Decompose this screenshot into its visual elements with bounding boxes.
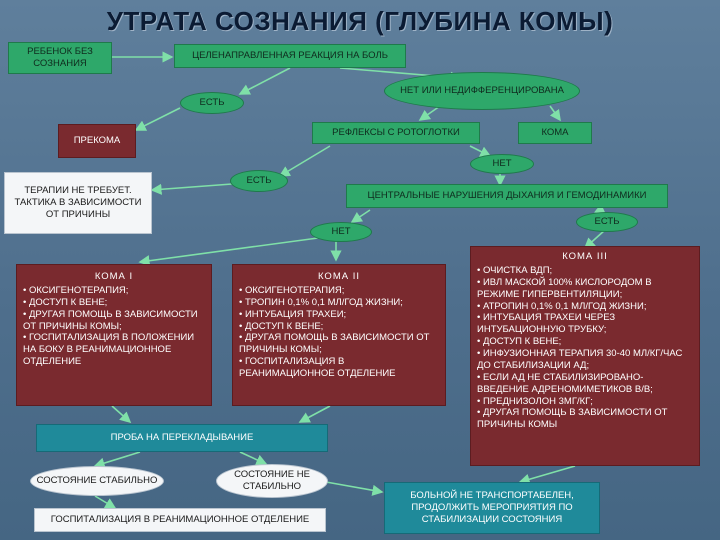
arrow-test-to-stable: [93, 451, 141, 469]
arrow-unstable-to-notransport: [325, 481, 384, 496]
arrow-coma3-to-notransport: [518, 465, 576, 485]
coma-1-actions: ОКСИГЕНОТЕРАПИЯ; ДОСТУП К ВЕНЕ; ДРУГАЯ П…: [23, 285, 205, 368]
node-unstable: СОСТОЯНИЕ НЕ СТАБИЛЬНО: [216, 464, 328, 498]
arrow-yes1-to-precoma: [134, 107, 181, 131]
coma-2-action: ДОСТУП К ВЕНЕ;: [239, 321, 439, 333]
node-no-or-undifferentiated: НЕТ ИЛИ НЕДИФФЕРЕНЦИРОВАНА: [384, 72, 580, 110]
node-unconscious-child: РЕБЕНОК БЕЗ СОЗНАНИЯ: [8, 42, 112, 74]
arrow-nodiff-to-reflex: [418, 105, 441, 121]
coma-1-heading: КОМА I: [94, 271, 134, 282]
coma-3-heading: КОМА III: [562, 251, 608, 262]
arrow-yes2-to-notherapy: [150, 183, 233, 195]
coma-3-action: ОЧИСТКА ВДП;: [477, 265, 693, 277]
node-coma-1: КОМА I ОКСИГЕНОТЕРАПИЯ; ДОСТУП К ВЕНЕ; Д…: [16, 264, 212, 406]
coma-3-action: ЕСЛИ АД НЕ СТАБИЛИЗИРОВАНО- ВВЕДЕНИЕ АДР…: [477, 372, 693, 396]
arrow-pain-to-yes1: [238, 67, 291, 95]
node-coma-3: КОМА III ОЧИСТКА ВДП; ИВЛ МАСКОЙ 100% КИ…: [470, 246, 700, 466]
coma-1-action: ДОСТУП К ВЕНЕ;: [23, 297, 205, 309]
node-icu-hospitalization: ГОСПИТАЛИЗАЦИЯ В РЕАНИМАЦИОННОЕ ОТДЕЛЕНИ…: [34, 508, 326, 532]
coma-3-action: ДРУГАЯ ПОМОЩЬ В ЗАВИСИМОСТИ ОТ ПРИЧИНЫ К…: [477, 407, 693, 431]
coma-3-action: ДОСТУП К ВЕНЕ;: [477, 336, 693, 348]
coma-2-action: ТРОПИН 0,1% 0,1 МЛ/ГОД ЖИЗНИ;: [239, 297, 439, 309]
arrow-stable-to-icu: [94, 495, 117, 509]
node-yes-3: ЕСТЬ: [576, 212, 638, 232]
coma-2-heading: КОМА II: [318, 271, 360, 282]
node-no-therapy-needed: ТЕРАПИИ НЕ ТРЕБУЕТ. ТАКТИКА В ЗАВИСИМОСТ…: [4, 172, 152, 234]
node-stable: СОСТОЯНИЕ СТАБИЛЬНО: [30, 466, 164, 496]
arrow-test-to-unstable: [239, 451, 268, 466]
node-yes-1: ЕСТЬ: [180, 92, 244, 114]
node-no-2: НЕТ: [310, 222, 372, 242]
arrow-central-to-no2: [350, 209, 371, 223]
arrow-reflex-to-yes2: [278, 145, 331, 177]
node-precoma: ПРЕКОМА: [58, 124, 136, 158]
node-no-1: НЕТ: [470, 154, 534, 174]
node-coma: КОМА: [518, 122, 592, 144]
coma-3-action: ИНТУБАЦИЯ ТРАХЕИ ЧЕРЕЗ ИНТУБАЦИОННУЮ ТРУ…: [477, 312, 693, 336]
coma-1-action: ГОСПИТАЛИЗАЦИЯ В ПОЛОЖЕНИИ НА БОКУ В РЕА…: [23, 332, 205, 368]
coma-2-action: ОКСИГЕНОТЕРАПИЯ;: [239, 285, 439, 297]
arrow-nodiff-to-coma: [549, 105, 561, 122]
coma-2-action: ГОСПИТАЛИЗАЦИЯ В РЕАНИМАЦИОННОЕ ОТДЕЛЕНИ…: [239, 356, 439, 380]
node-central-disorders: ЦЕНТРАЛЬНЫЕ НАРУШЕНИЯ ДЫХАНИЯ И ГЕМОДИНА…: [346, 184, 668, 208]
arrow-coma1-to-test: [111, 405, 132, 424]
arrow-yes3-to-coma3: [583, 229, 606, 250]
coma-1-action: ДРУГАЯ ПОМОЩЬ В ЗАВИСИМОСТИ ОТ ПРИЧИНЫ К…: [23, 309, 205, 333]
coma-2-actions: ОКСИГЕНОТЕРАПИЯ; ТРОПИН 0,1% 0,1 МЛ/ГОД …: [239, 285, 439, 380]
node-not-transportable: БОЛЬНОЙ НЕ ТРАНСПОРТАБЕЛЕН, ПРОДОЛЖИТЬ М…: [384, 482, 600, 534]
node-coma-2: КОМА II ОКСИГЕНОТЕРАПИЯ; ТРОПИН 0,1% 0,1…: [232, 264, 446, 406]
node-pharynx-reflexes: РЕФЛЕКСЫ С РОТОГЛОТКИ: [312, 122, 480, 144]
arrow-coma2-to-test: [298, 405, 331, 423]
page-title: УТРАТА СОЗНАНИЯ (ГЛУБИНА КОМЫ): [106, 6, 614, 36]
coma-1-action: ОКСИГЕНОТЕРАПИЯ;: [23, 285, 205, 297]
node-position-test: ПРОБА НА ПЕРЕКЛАДЫВАНИЕ: [36, 424, 328, 452]
coma-3-action: АТРОПИН 0,1% 0,1 МЛ/ГОД ЖИЗНИ;: [477, 301, 693, 313]
arrow-no2-to-coma1: [138, 237, 319, 267]
node-yes-2: ЕСТЬ: [230, 170, 288, 192]
coma-2-action: ИНТУБАЦИЯ ТРАХЕИ;: [239, 309, 439, 321]
coma-3-action: ПРЕДНИЗОЛОН 3МГ/КГ;: [477, 396, 693, 408]
coma-3-action: ИВЛ МАСКОЙ 100% КИСЛОРОДОМ В РЕЖИМЕ ГИПЕ…: [477, 277, 693, 301]
node-pain-response: ЦЕЛЕНАПРАВЛЕННАЯ РЕАКЦИЯ НА БОЛЬ: [174, 44, 406, 68]
coma-3-action: ИНФУЗИОННАЯ ТЕРАПИЯ 30-40 МЛ/КГ/ЧАС ДО С…: [477, 348, 693, 372]
coma-2-action: ДРУГАЯ ПОМОЩЬ В ЗАВИСИМОСТИ ОТ ПРИЧИНЫ К…: [239, 332, 439, 356]
coma-3-actions: ОЧИСТКА ВДП; ИВЛ МАСКОЙ 100% КИСЛОРОДОМ …: [477, 265, 693, 431]
